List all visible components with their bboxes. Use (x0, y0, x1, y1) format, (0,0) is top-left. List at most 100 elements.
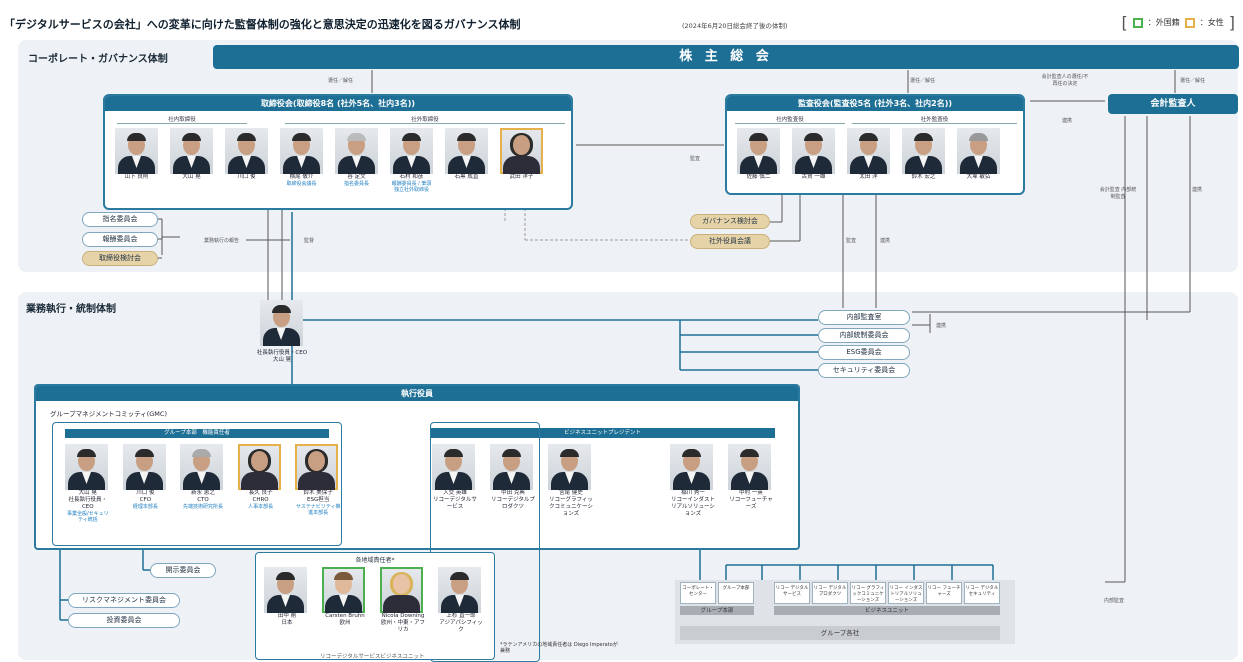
board-member: 川口 俊 (225, 128, 268, 193)
regional-unit-label: リコーデジタルサービスビジネスユニット (320, 654, 425, 660)
as-of-date: (2024年6月20日総会終了後の体制) (682, 22, 788, 30)
portrait-photo (432, 444, 475, 490)
edge-label-elect-board: 選任／解任 (328, 78, 354, 84)
audit-member: 古賀 一雄 (792, 128, 835, 181)
member-name: 川口 俊 (237, 174, 256, 180)
bu-president: 入交 英雄リコーデジタルサービス (432, 444, 478, 518)
portrait-photo (548, 444, 591, 490)
board-title: 取締役会(取締役8名 (社外5名、社内3名)) (105, 96, 571, 111)
portrait-photo (445, 128, 488, 174)
edge-label-cooperate-auditor: 連携 (1062, 118, 1073, 124)
audit-members: 佐藤 慎二 古賀 一雄 太田 洋 鈴木 宏之 大塚 敏弘 (737, 128, 1000, 181)
audit-supervisory-board: 監査役会(監査役5名 (社外3名、社内2名)) 社内監査役 社外監査役 佐藤 慎… (725, 94, 1025, 195)
audit-member: 鈴木 宏之 (902, 128, 945, 181)
member-name: 稲川 秀一 (681, 490, 705, 496)
member-name: 石黒 成直 (454, 174, 479, 180)
portrait-photo (237, 444, 281, 490)
portrait-photo (847, 128, 890, 174)
board-study-meeting: 取締役検討会 (82, 251, 158, 266)
portrait-photo (670, 444, 713, 490)
board-member: 谷 定文指名委員長 (335, 128, 378, 193)
unit-digital-products: リコー デジタルプロダクツ (812, 582, 848, 604)
member-name: 新永 恵之 (191, 490, 215, 496)
audit-member: 太田 洋 (847, 128, 890, 181)
unit-industrial-solutions: リコー インダストリアルソリューションズ (888, 582, 924, 604)
member-name: 武田 洋子 (509, 174, 534, 180)
portrait-photo (122, 444, 166, 490)
bu-president-label: ビジネスユニットプレジデント (430, 428, 775, 438)
board-member: 横尾 敬介取締役会議長 (280, 128, 323, 193)
portrait-photo (500, 128, 543, 174)
legend-outside-label: ：外国籍 (1147, 18, 1180, 27)
edge-label-cooperate-internal: 連携 (936, 323, 947, 329)
member-unit: リコーインダストリアルソリューションズ (670, 497, 715, 517)
group-companies-label: グループ各社 (680, 626, 1000, 640)
legend-female-label: ：女性 (1199, 18, 1224, 27)
member-sub: 経理本部長 (132, 504, 158, 510)
audit-inside-label: 社内監査役 (735, 115, 845, 124)
member-name: 佐藤 慎二 (746, 174, 771, 180)
edge-label-internal-audit: 内部監査 (1104, 598, 1125, 604)
bu-presidents-right: 稲川 秀一リコーインダストリアルソリューションズ 中村 一英リコーフューチャーズ (670, 444, 774, 518)
edge-label-audit-policy: 会計監査人の選任/不再任の決定 (1041, 74, 1089, 87)
portrait-photo (728, 444, 771, 490)
unit-futures: リコー フューチャーズ (926, 582, 962, 604)
page-title: 「デジタルサービスの会社」への変革に向けた監督体制の強化と意思決定の迅速化を図る… (4, 18, 521, 31)
audit-outside-label: 社外監査役 (852, 115, 1017, 124)
governance-review-meeting: ガバナンス検討会 (690, 214, 770, 229)
member-name: 中田 克典 (501, 490, 525, 496)
legend-outside-swatch (1132, 17, 1143, 28)
portrait-photo (737, 128, 780, 174)
bu-presidents-left: 入交 英雄リコーデジタルサービス 中田 克典リコーデジタルプロダクツ 宮尾 健史… (432, 444, 594, 518)
portrait-photo (380, 567, 423, 613)
bu-president: 中田 克典リコーデジタルプロダクツ (490, 444, 536, 518)
audit-member: 佐藤 慎二 (737, 128, 780, 181)
member-sub: サステナビリティ推進本部長 (295, 504, 341, 516)
portrait-photo (792, 128, 835, 174)
member-name: 上杉 直一郎 (446, 613, 476, 619)
group-units-label: グループ本部 (680, 606, 754, 615)
executive-officers-title: 執行役員 (36, 386, 798, 401)
member-name: 田中 剛 (277, 613, 297, 619)
nomination-committee: 指名委員会 (82, 212, 158, 227)
member-name: 大山 晃 (78, 490, 97, 496)
member-area: 日本 (281, 620, 293, 626)
board-of-directors: 取締役会(取締役8名 (社外5名、社内3名)) 社内取締役 社外取締役 山下 良… (103, 94, 573, 210)
bu-president: 稲川 秀一リコーインダストリアルソリューションズ (670, 444, 716, 518)
portrait-photo (115, 128, 158, 174)
portrait-photo (957, 128, 1000, 174)
portrait-photo (490, 444, 533, 490)
member-name: 宮尾 健史 (559, 490, 583, 496)
portrait-photo (335, 128, 378, 174)
member-sub: 先端技術研究所長 (182, 504, 223, 510)
portrait-photo (259, 300, 303, 346)
portrait-photo (65, 444, 108, 490)
esg-committee: ESG委員会 (818, 345, 910, 360)
member-name: 横尾 敬介 (289, 174, 314, 180)
member-name: 川口 俊 (136, 490, 155, 496)
accounting-auditor: 会計監査人 (1108, 94, 1238, 114)
member-role: CTO (197, 497, 209, 503)
board-member: 石村 和彦報酬委員長 / 筆頭独立社外取締役 (390, 128, 433, 193)
member-name: Nicola Downing (381, 613, 425, 619)
investment-committee: 投資委員会 (68, 613, 180, 628)
edge-label-elect-audit: 選任／解任 (910, 78, 936, 84)
unit-digital-security: リコー デジタルセキュリティ (964, 582, 1000, 604)
unit-corporate-center: コーポレート・センター (680, 582, 716, 604)
member-name: 山下 良則 (124, 174, 149, 180)
board-outside-label: 社外取締役 (285, 115, 565, 124)
portrait-photo (280, 128, 323, 174)
edge-label-elect-auditor: 選任／解任 (1180, 78, 1206, 84)
legend-female-swatch (1184, 17, 1195, 28)
bu-label: ビジネスユニット (774, 606, 1000, 615)
board-member: 大山 晃 (170, 128, 213, 193)
